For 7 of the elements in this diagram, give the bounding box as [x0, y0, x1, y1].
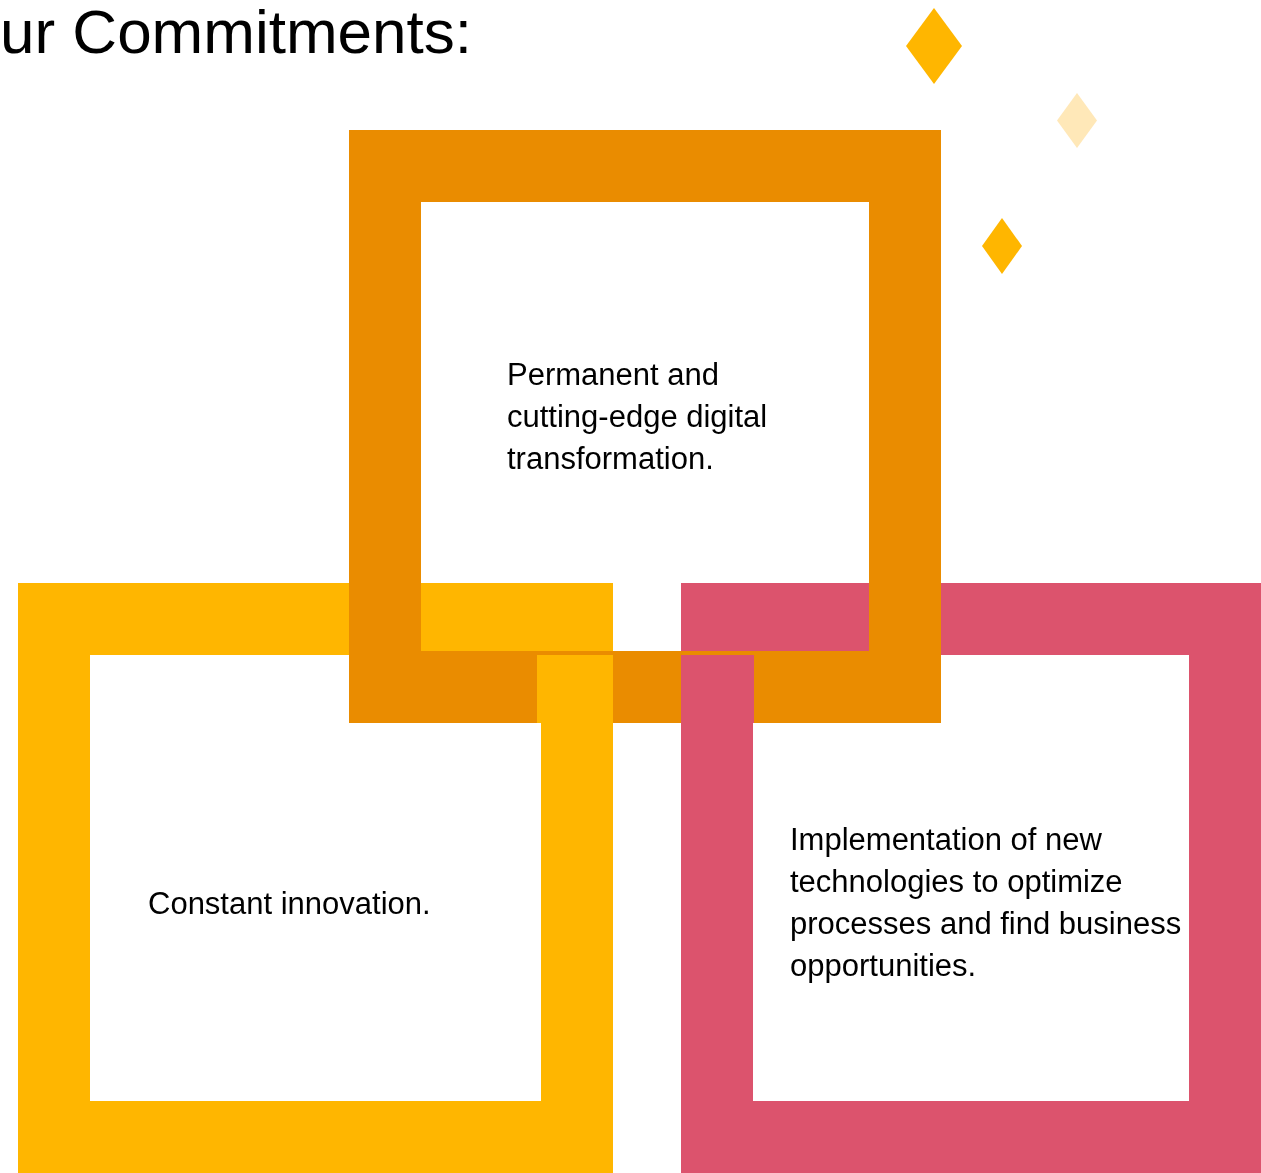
- square-frame: [349, 130, 941, 723]
- square-frame: [681, 583, 1261, 1173]
- frame-text: Permanent and cutting-edge digital transformation.: [507, 356, 769, 478]
- title: ur Commitments:: [0, 0, 472, 68]
- frame-text: Constant innovation.: [148, 885, 432, 923]
- frame-text: Implementation of new technologies to optimize processes and find business opportunities.: [790, 821, 1183, 985]
- square-frame: [18, 583, 613, 1173]
